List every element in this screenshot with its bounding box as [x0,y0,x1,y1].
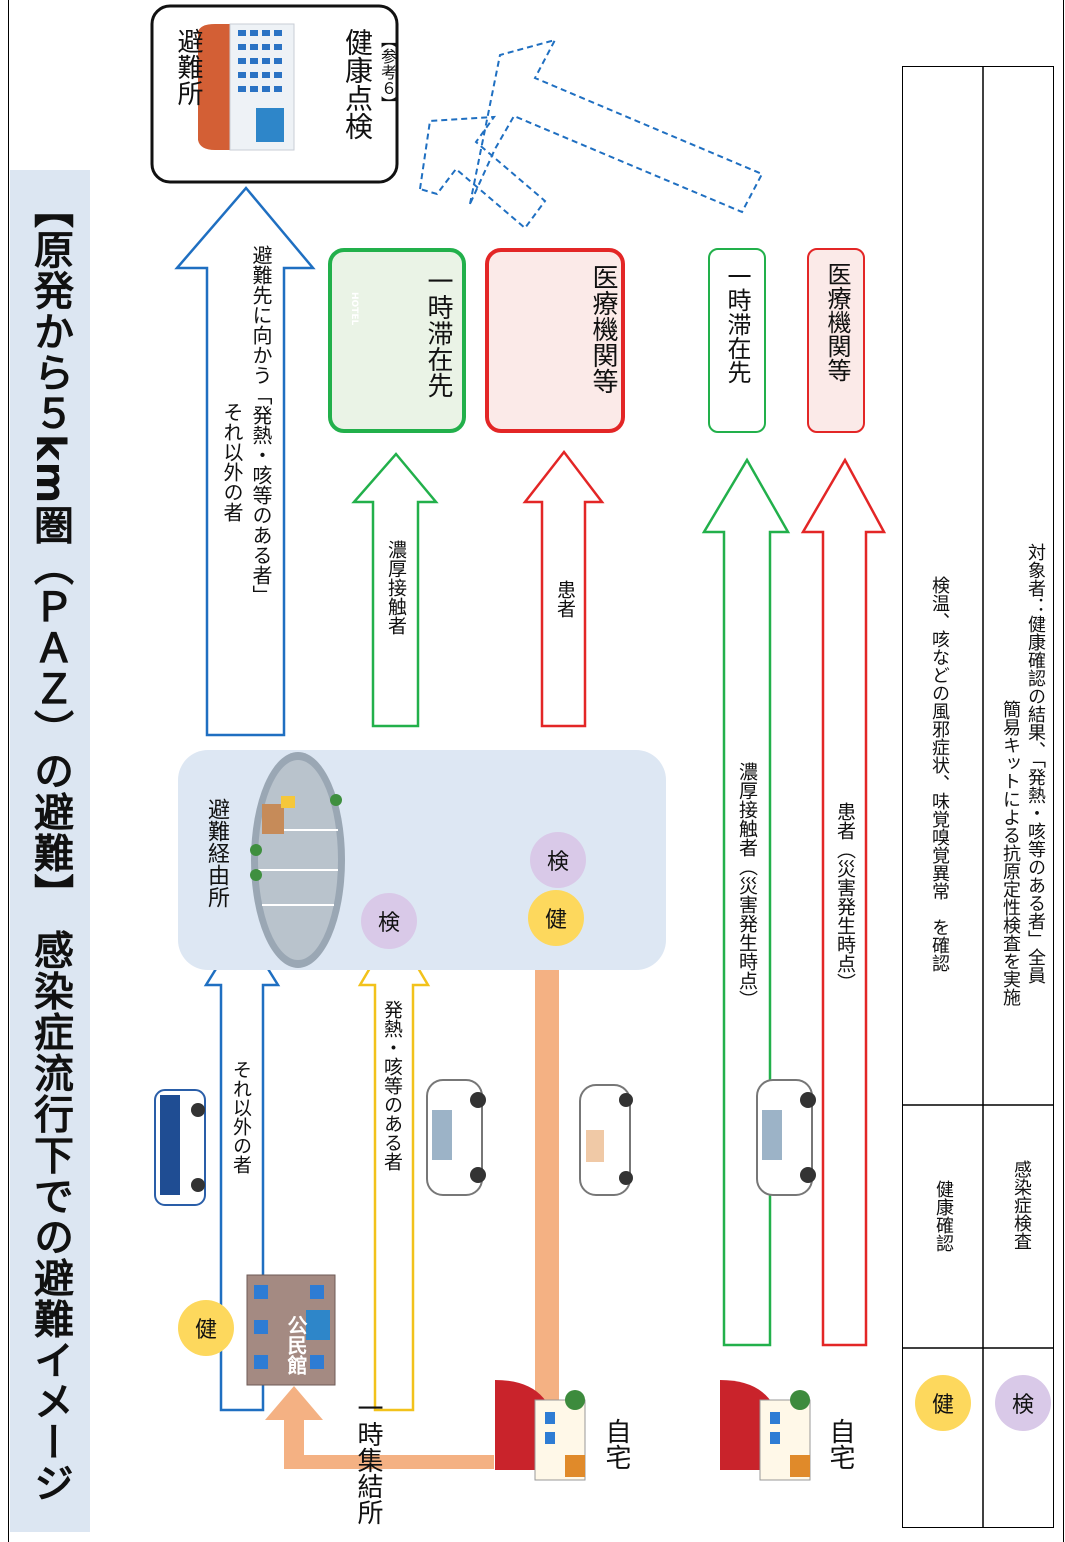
parking-lot-illustration [250,752,345,968]
waypoint-label: 避難経由所 [204,798,229,908]
dashed-return-arrows [418,38,764,230]
bus-illustration [154,1089,206,1206]
to-shelter-arrow [174,186,316,737]
temp-stay-label-1: 一時滞在先 [423,268,453,398]
title-band [10,170,90,1532]
legend-test-desc-1: 簡易キットによる抗原定性検査を実施 [1000,700,1021,1006]
legend-grid-lines [902,66,1054,1528]
patient-disaster-label: 患者（災害発生時点） [834,802,856,992]
shelter-building-illustration [198,23,295,151]
shelter-check-label: 健康点検 [341,28,374,140]
medical-box-1 [485,248,625,433]
temp-stay-box-1 [328,248,466,433]
hotel-sign: HOTEL [349,292,359,326]
legend-health-desc: 検温、咳などの風邪症状、味覚嗅覚異常 を確認 [929,576,950,972]
health-check-badge-waypoint: 健 [528,890,584,946]
fever-arrow-label: 発熱・咳等のある者 [381,1000,403,1171]
medical-label-1: 医療機関等 [588,264,618,394]
others-arrow-label: それ以外の者 [230,1060,252,1174]
shelter-ref-label: 【参考６】 [378,32,397,112]
patient-disaster-arrow [800,457,887,1347]
car-illustration-1 [426,1079,486,1196]
shelter-label: 避難所 [173,28,203,106]
legend-test-name: 感染症検査 [1011,1160,1032,1250]
temp-stay-label-2: 一時滞在先 [723,264,751,384]
test-badge-waypoint-2: 検 [530,832,586,888]
test-badge-waypoint-1: 検 [361,893,417,949]
legend-test-icon: 検 [995,1375,1051,1431]
temp-stay-box-2 [708,248,766,433]
page-frame [8,0,1064,1542]
home-top-illustration [495,1380,586,1481]
legend-table [902,66,1054,1528]
legend-health-name: 健康確認 [933,1180,954,1252]
health-check-badge-assembly: 健 [178,1300,234,1356]
home-bottom-illustration [720,1380,811,1481]
legend-test-desc-2: 対象者：健康確認の結果、「発熱・咳等のある者」全員 [1025,543,1046,984]
close-contact-arrow [351,452,439,728]
medical-label-2: 医療機関等 [823,262,851,382]
assembly-label: 一時集結所 [353,1395,383,1525]
page-title: 【原発から５km圏（ＰＡＺ）の避難】 感染症流行下での避難イメージ [27,188,73,1504]
to-shelter-label-1: それ以外の者 [220,402,244,522]
home-bottom-label: 自宅 [825,1418,855,1470]
home-top-label: 自宅 [601,1418,631,1470]
close-contact-disaster-label: 濃厚接触者（災害発生時点） [736,762,758,1009]
assembly-sign: 公民館 [284,1315,308,1375]
to-shelter-label-2: 避難先に向かう「発熱・咳等のある者」 [249,245,273,605]
patient-arrow [522,449,605,728]
close-contact-label: 濃厚接触者 [385,540,407,635]
car-illustration-2 [579,1084,633,1196]
medical-box-2 [807,248,865,433]
community-hall-illustration [246,1274,336,1386]
legend-health-icon: 健 [915,1375,971,1431]
car-illustration-3 [756,1079,816,1196]
patient-label: 患者 [554,580,576,618]
home-to-assembly-arrow [265,1386,494,1469]
